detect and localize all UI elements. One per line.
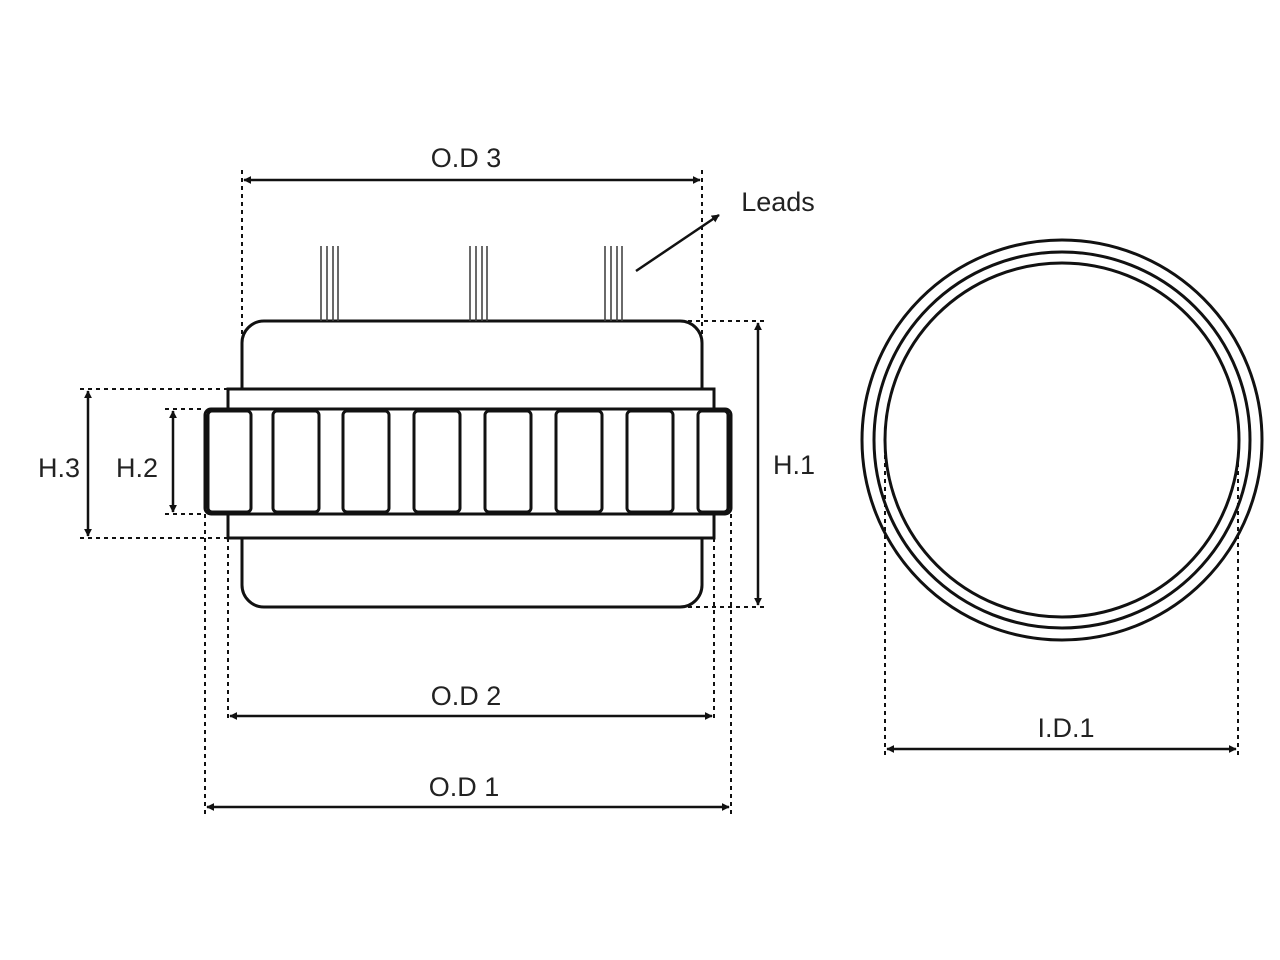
h3-label: H.3 xyxy=(38,453,80,483)
inner-ring xyxy=(883,261,1241,619)
slot xyxy=(412,409,462,514)
slot xyxy=(206,409,253,514)
slot xyxy=(554,409,604,514)
od1-label: O.D 1 xyxy=(429,772,500,802)
upper-flange xyxy=(226,387,716,411)
h2-label: H.2 xyxy=(116,453,158,483)
slot xyxy=(625,409,675,514)
winding-slots xyxy=(206,409,730,514)
outer-ring xyxy=(860,238,1264,642)
lead-wires xyxy=(320,246,623,321)
leads-pointer-arrow xyxy=(635,213,720,273)
stator-top-view xyxy=(860,238,1264,642)
leads-label: Leads xyxy=(741,187,815,217)
h1-label: H.1 xyxy=(773,450,815,480)
slot xyxy=(696,409,730,514)
stator-side-view xyxy=(203,246,733,609)
middle-ring xyxy=(872,250,1252,630)
slot xyxy=(341,409,391,514)
id1-label: I.D.1 xyxy=(1037,713,1094,743)
core-band xyxy=(203,407,733,516)
slot xyxy=(271,409,321,514)
od3-label: O.D 3 xyxy=(431,143,502,173)
slot xyxy=(483,409,533,514)
od2-label: O.D 2 xyxy=(431,681,502,711)
dimension-labels: O.D 3 O.D 2 O.D 1 H.1 H.2 H.3 I.D.1 Lead… xyxy=(38,143,1095,802)
lower-flange xyxy=(226,512,716,540)
dimension-arrows xyxy=(84,176,1237,811)
